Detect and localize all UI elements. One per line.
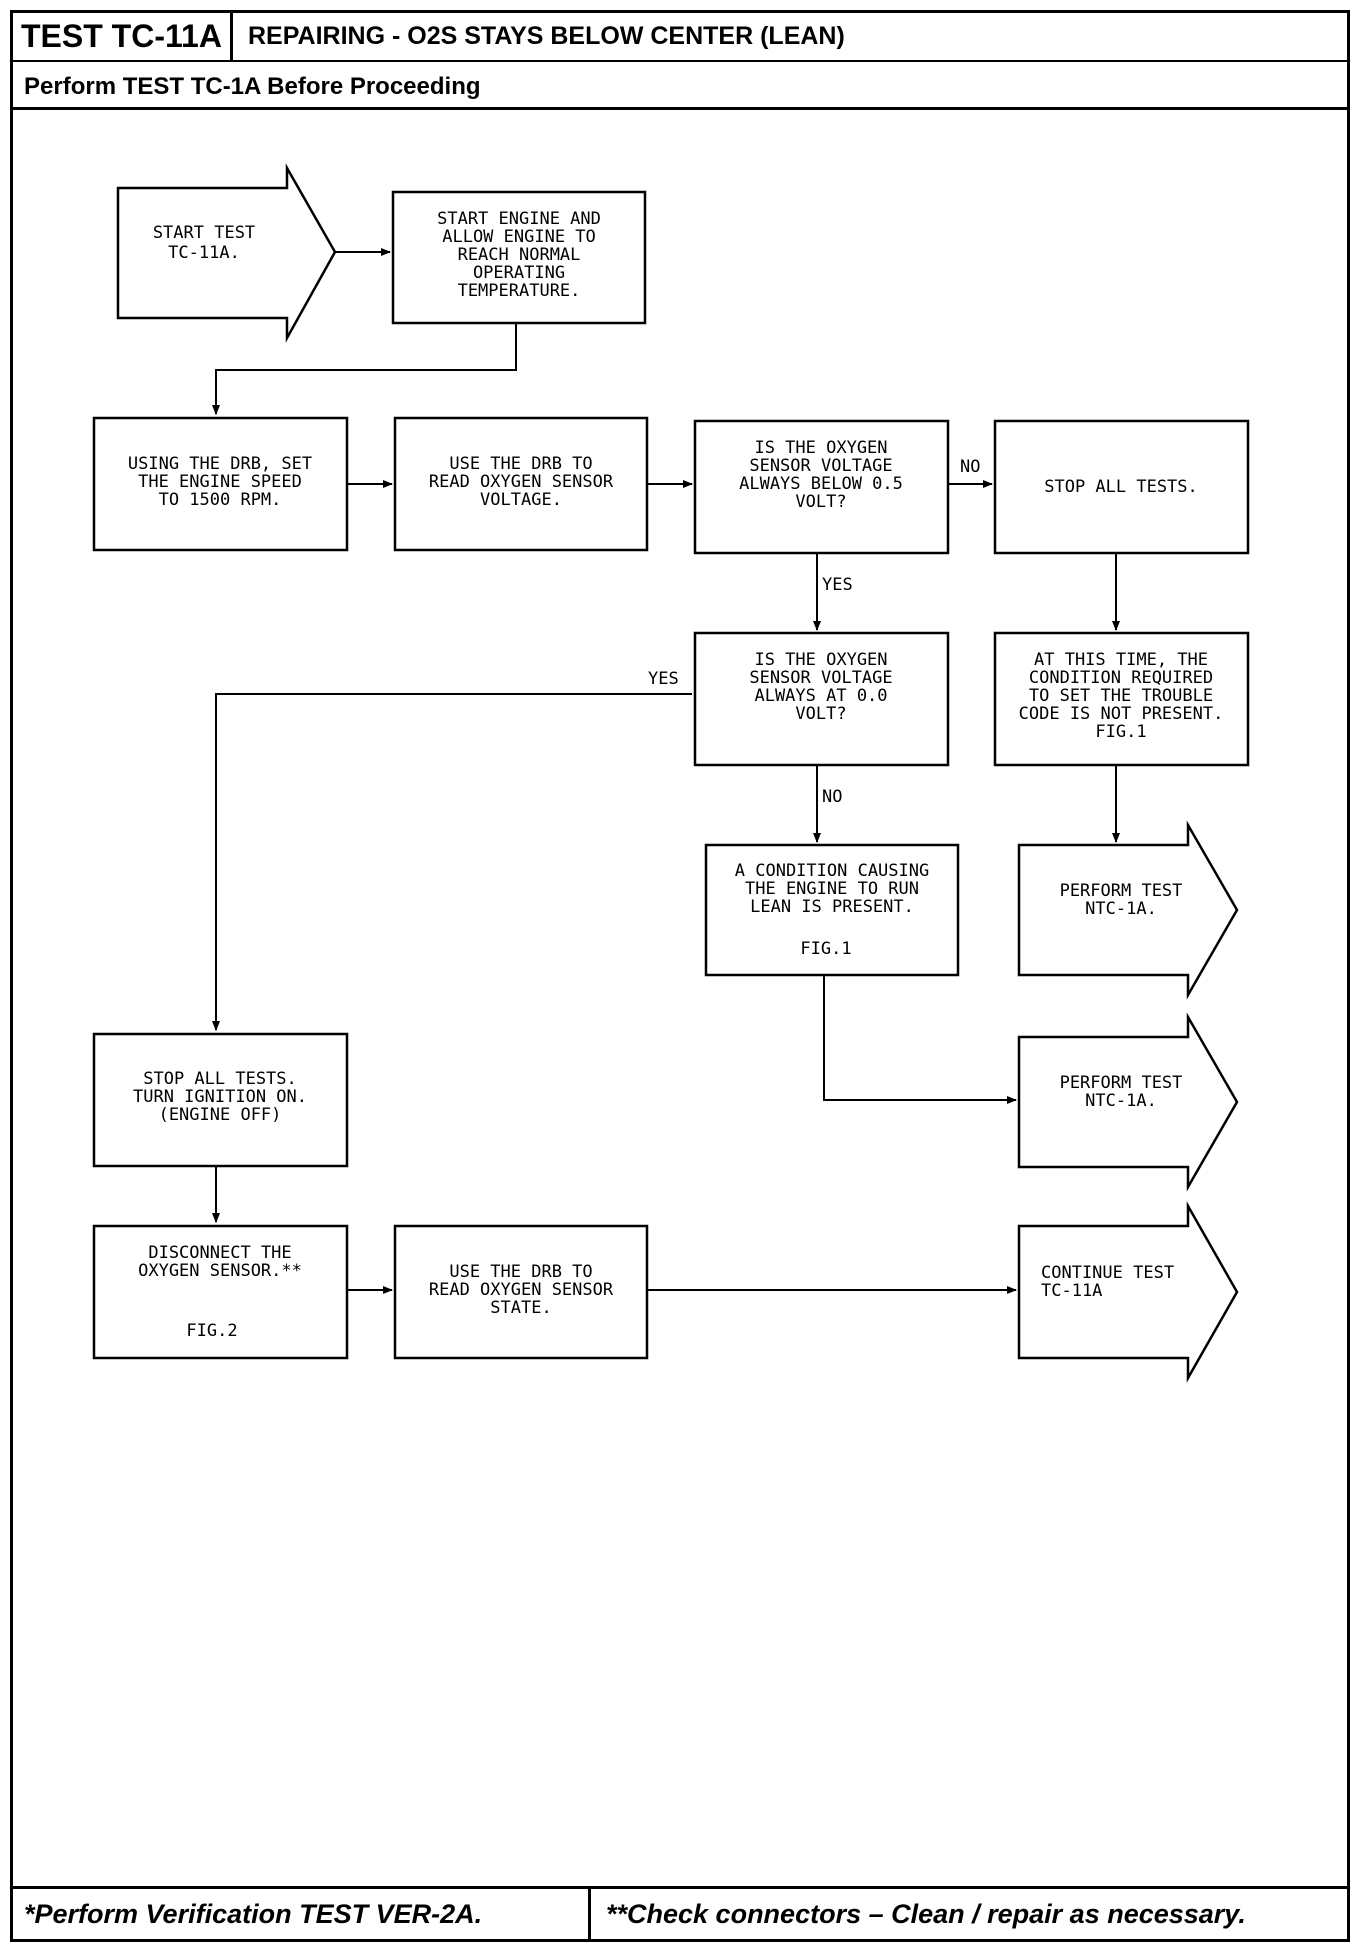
warmup-text-5: TEMPERATURE. <box>458 281 581 301</box>
prerequisite-text: Perform TEST TC-1A Before Proceeding <box>24 73 481 100</box>
label-yes-1: YES <box>822 575 853 595</box>
question-zero-node: IS THE OXYGEN SENSOR VOLTAGE ALWAYS AT 0… <box>693 631 950 767</box>
question-zero-text-2: SENSOR VOLTAGE <box>749 668 892 688</box>
footer-verification-note: *Perform Verification TEST VER-2A. <box>24 1899 483 1929</box>
footer-connectors-note: **Check connectors – Clean / repair as n… <box>606 1899 1246 1929</box>
perform-ntc-1-text-2: NTC-1A. <box>1085 899 1157 919</box>
warmup-node: START ENGINE AND ALLOW ENGINE TO REACH N… <box>391 190 647 325</box>
connector-lean-to-ntc <box>823 975 1017 1104</box>
perform-ntc-2-text-1: PERFORM TEST <box>1060 1073 1183 1093</box>
start-node: START TEST TC-11A. <box>116 163 337 343</box>
label-yes-2: YES <box>648 669 679 689</box>
read-state-node: USE THE DRB TO READ OXYGEN SENSOR STATE. <box>393 1224 649 1360</box>
lean-present-text-3: LEAN IS PRESENT. <box>750 897 914 917</box>
lean-present-node: A CONDITION CAUSING THE ENGINE TO RUN LE… <box>704 843 960 977</box>
read-voltage-text-3: VOLTAGE. <box>480 490 562 510</box>
stop-tests-text: STOP ALL TESTS. <box>1044 477 1198 497</box>
not-present-node: AT THIS TIME, THE CONDITION REQUIRED TO … <box>993 631 1250 767</box>
start-text-2: TC-11A. <box>168 243 240 263</box>
setspeed-text-2: THE ENGINE SPEED <box>138 472 302 492</box>
start-text-1: START TEST <box>153 223 255 243</box>
disconnect-node: DISCONNECT THE OXYGEN SENSOR.** FIG.2 <box>92 1224 349 1360</box>
read-state-text-1: USE THE DRB TO <box>449 1262 592 1282</box>
warmup-text-1: START ENGINE AND <box>437 209 601 229</box>
warmup-text-2: ALLOW ENGINE TO <box>442 227 596 247</box>
perform-ntc-1-text-1: PERFORM TEST <box>1060 881 1183 901</box>
perform-ntc-node-1: PERFORM TEST NTC-1A. <box>1017 820 1239 1000</box>
ignition-on-node: STOP ALL TESTS. TURN IGNITION ON. (ENGIN… <box>92 1032 349 1168</box>
disconnect-text-2: OXYGEN SENSOR.** <box>138 1261 302 1281</box>
footer-row <box>10 1886 1350 1942</box>
disconnect-text-1: DISCONNECT THE <box>148 1243 291 1263</box>
continue-text-2: TC-11A <box>1041 1281 1102 1301</box>
lean-present-text-2: THE ENGINE TO RUN <box>745 879 919 899</box>
warmup-text-4: OPERATING <box>473 263 565 283</box>
read-state-text-3: STATE. <box>490 1298 551 1318</box>
question-below-text-1: IS THE OXYGEN <box>754 438 887 458</box>
read-voltage-node: USE THE DRB TO READ OXYGEN SENSOR VOLTAG… <box>393 416 649 552</box>
question-below-node: IS THE OXYGEN SENSOR VOLTAGE ALWAYS BELO… <box>693 419 950 555</box>
header-row <box>10 10 1350 62</box>
label-no-1: NO <box>960 457 980 477</box>
question-zero-text-4: VOLT? <box>795 704 846 724</box>
ignition-on-text-2: TURN IGNITION ON. <box>133 1087 307 1107</box>
footer-divider <box>588 1886 591 1942</box>
not-present-text-5: FIG.1 <box>1095 722 1146 742</box>
not-present-text-3: TO SET THE TROUBLE <box>1029 686 1213 706</box>
connector-zero-yes <box>212 693 692 1031</box>
read-voltage-text-2: READ OXYGEN SENSOR <box>429 472 614 492</box>
question-zero-text-3: ALWAYS AT 0.0 <box>754 686 887 706</box>
ignition-on-text-3: (ENGINE OFF) <box>159 1105 282 1125</box>
prerequisite-row <box>10 62 1350 110</box>
read-state-text-2: READ OXYGEN SENSOR <box>429 1280 614 1300</box>
setspeed-node: USING THE DRB, SET THE ENGINE SPEED TO 1… <box>92 416 349 552</box>
ignition-on-text-1: STOP ALL TESTS. <box>143 1069 297 1089</box>
question-below-text-2: SENSOR VOLTAGE <box>749 456 892 476</box>
question-zero-text-1: IS THE OXYGEN <box>754 650 887 670</box>
perform-ntc-2-text-2: NTC-1A. <box>1085 1091 1157 1111</box>
stop-tests-node: STOP ALL TESTS. <box>993 419 1250 555</box>
connectors <box>212 248 1120 1294</box>
setspeed-text-1: USING THE DRB, SET <box>128 454 312 474</box>
question-below-text-3: ALWAYS BELOW 0.5 <box>739 474 903 494</box>
not-present-text-2: CONDITION REQUIRED <box>1029 668 1213 688</box>
label-no-2: NO <box>822 787 842 807</box>
disconnect-fig: FIG.2 <box>186 1321 237 1341</box>
test-title: REPAIRING - O2S STAYS BELOW CENTER (LEAN… <box>248 22 845 50</box>
read-voltage-text-1: USE THE DRB TO <box>449 454 592 474</box>
setspeed-text-3: TO 1500 RPM. <box>159 490 282 510</box>
lean-present-fig: FIG.1 <box>800 939 851 959</box>
test-id: TEST TC-11A <box>13 13 233 60</box>
continue-text-1: CONTINUE TEST <box>1041 1263 1174 1283</box>
not-present-text-4: CODE IS NOT PRESENT. <box>1019 704 1224 724</box>
lean-present-text-1: A CONDITION CAUSING <box>735 861 929 881</box>
page-frame <box>10 10 1350 1942</box>
connector-warmup-to-setspeed <box>212 323 517 415</box>
continue-node: CONTINUE TEST TC-11A <box>1017 1201 1239 1383</box>
question-below-text-4: VOLT? <box>795 492 846 512</box>
perform-ntc-node-2: PERFORM TEST NTC-1A. <box>1017 1012 1239 1192</box>
not-present-text-1: AT THIS TIME, THE <box>1034 650 1208 670</box>
warmup-text-3: REACH NORMAL <box>458 245 581 265</box>
